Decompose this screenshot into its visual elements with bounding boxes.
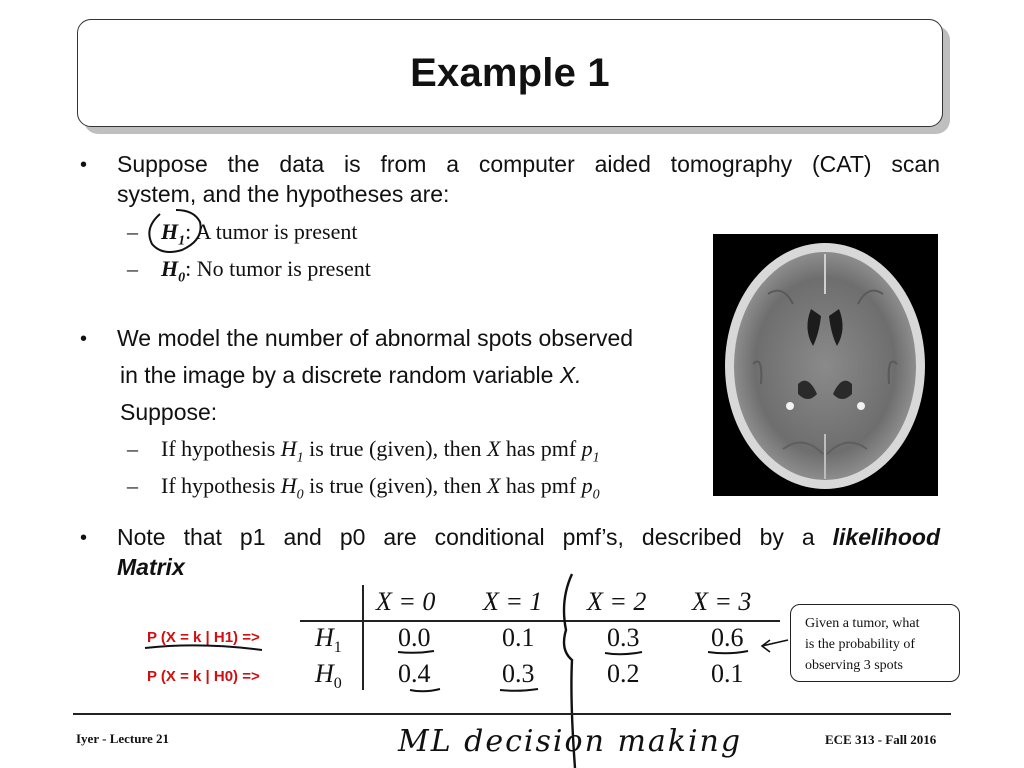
h1-text: : A tumor is present bbox=[185, 219, 358, 244]
callout-note: Given a tumor, what is the probability o… bbox=[790, 604, 960, 682]
if-h0-pmf-subscript: 0 bbox=[592, 487, 600, 503]
h1-subscript: 1 bbox=[178, 233, 186, 249]
cell-h0-x1: 0.3 bbox=[502, 659, 535, 688]
bullet-1-line-1: Suppose the data is from a computer aide… bbox=[117, 151, 940, 177]
bullet-marker: • bbox=[80, 527, 88, 549]
cell-h0-x0: 0.4 bbox=[398, 659, 431, 688]
table-header-rule bbox=[300, 620, 780, 622]
if-h1-text-a: If hypothesis bbox=[161, 436, 281, 461]
h0-subscript: 0 bbox=[178, 270, 186, 286]
underline-annotation bbox=[499, 688, 539, 692]
if-h0-line: If hypothesis H0 is true (given), then X… bbox=[161, 473, 600, 503]
if-h0-text-a: If hypothesis bbox=[161, 473, 281, 498]
dash-marker: – bbox=[127, 256, 138, 281]
if-h0-x: X bbox=[486, 473, 501, 498]
bullet-1-line-2: system, and the hypotheses are: bbox=[117, 181, 450, 207]
if-h1-line: If hypothesis H1 is true (given), then X… bbox=[161, 436, 600, 466]
likelihood-word: likelihood bbox=[832, 524, 940, 550]
header-x2: X = 2 bbox=[587, 587, 647, 616]
bullet-2-line-2: in the image by a discrete random variab… bbox=[120, 362, 582, 389]
arrowhead-annotation bbox=[760, 639, 771, 653]
underline-annotation bbox=[397, 650, 435, 654]
if-h1-pmf: p bbox=[581, 436, 593, 461]
slide-title: Example 1 bbox=[410, 50, 610, 95]
callout-line-2: is the probability of bbox=[805, 637, 916, 652]
label-p-given-h0: P (X = k | H0) => bbox=[147, 668, 260, 685]
if-h1-pmf-subscript: 1 bbox=[592, 450, 600, 466]
row-h1-symbol: H bbox=[315, 623, 334, 652]
bullet-3-line-1: Note that p1 and p0 are conditional pmf’… bbox=[117, 524, 940, 551]
row-h1-subscript: 1 bbox=[333, 639, 342, 657]
cell-h1-x3: 0.6 bbox=[711, 623, 744, 652]
row-label-h0: H0 bbox=[315, 659, 342, 693]
if-h1-symbol: H bbox=[280, 436, 297, 461]
cell-h1-x2: 0.3 bbox=[607, 623, 640, 652]
if-h0-subscript: 0 bbox=[296, 487, 304, 503]
cell-h0-x3: 0.1 bbox=[711, 659, 744, 688]
arrow-annotation bbox=[761, 639, 789, 647]
h0-text: : No tumor is present bbox=[185, 256, 371, 281]
underline-annotation bbox=[144, 644, 263, 651]
if-h0-text-c: has pmf bbox=[500, 473, 582, 498]
row-h0-subscript: 0 bbox=[333, 675, 342, 693]
h0-symbol: H bbox=[161, 256, 179, 281]
underline-annotation bbox=[604, 651, 643, 656]
if-h1-x: X bbox=[486, 436, 501, 461]
if-h1-subscript: 1 bbox=[296, 450, 304, 466]
underline-annotation bbox=[409, 688, 441, 693]
vertical-stroke-annotation bbox=[562, 573, 577, 768]
header-x3: X = 3 bbox=[692, 587, 752, 616]
ct-scan-image bbox=[713, 234, 938, 496]
hypothesis-h1: H1: A tumor is present bbox=[161, 219, 357, 249]
footer-rule bbox=[73, 713, 951, 715]
brain-ct-graphic bbox=[725, 243, 925, 489]
circle-annotation bbox=[148, 209, 202, 253]
dash-marker: – bbox=[127, 219, 138, 244]
bullet-marker: • bbox=[80, 328, 88, 350]
title-box: Example 1 bbox=[77, 19, 943, 127]
dash-marker: – bbox=[127, 473, 138, 498]
header-x0: X = 0 bbox=[376, 587, 436, 616]
footer-right: ECE 313 - Fall 2016 bbox=[825, 732, 937, 747]
cell-h1-x1: 0.1 bbox=[502, 623, 535, 652]
row-label-h1: H1 bbox=[315, 623, 342, 657]
if-h1-text-b: is true (given), then bbox=[303, 436, 487, 461]
hypothesis-h0: H0: No tumor is present bbox=[161, 256, 371, 286]
if-h0-symbol: H bbox=[280, 473, 297, 498]
cell-h0-x2: 0.2 bbox=[607, 659, 640, 688]
callout-line-3: observing 3 spots bbox=[805, 658, 903, 673]
if-h1-text-c: has pmf bbox=[500, 436, 582, 461]
row-h0-symbol: H bbox=[315, 659, 334, 688]
label-p-given-h1: P (X = k | H1) => bbox=[147, 629, 260, 646]
variable-x: X. bbox=[559, 362, 582, 388]
h1-symbol: H bbox=[161, 219, 179, 244]
if-h0-text-b: is true (given), then bbox=[303, 473, 487, 498]
callout-line-1: Given a tumor, what bbox=[805, 616, 920, 631]
likelihood-matrix: X = 0 X = 1 X = 2 X = 3 H1 0.0 0.1 0.3 0… bbox=[300, 585, 780, 695]
cell-h1-x0: 0.0 bbox=[398, 623, 431, 652]
dash-marker: – bbox=[127, 436, 138, 461]
bullet-2-line-1: We model the number of abnormal spots ob… bbox=[117, 325, 634, 351]
footer-left: Iyer - Lecture 21 bbox=[76, 731, 170, 746]
bullet-marker: • bbox=[80, 154, 88, 176]
handwritten-note: ML decision making bbox=[398, 724, 743, 759]
underline-annotation bbox=[707, 650, 749, 655]
table-label-rule bbox=[362, 585, 364, 690]
header-x1: X = 1 bbox=[483, 587, 543, 616]
bullet-3-text: Note that p1 and p0 are conditional pmf’… bbox=[117, 524, 833, 550]
bullet-3-line-2: Matrix bbox=[117, 554, 185, 580]
bullet-2-line-3: Suppose: bbox=[120, 399, 218, 425]
bullet-2-line-2-text: in the image by a discrete random variab… bbox=[120, 362, 560, 388]
if-h0-pmf: p bbox=[581, 473, 593, 498]
